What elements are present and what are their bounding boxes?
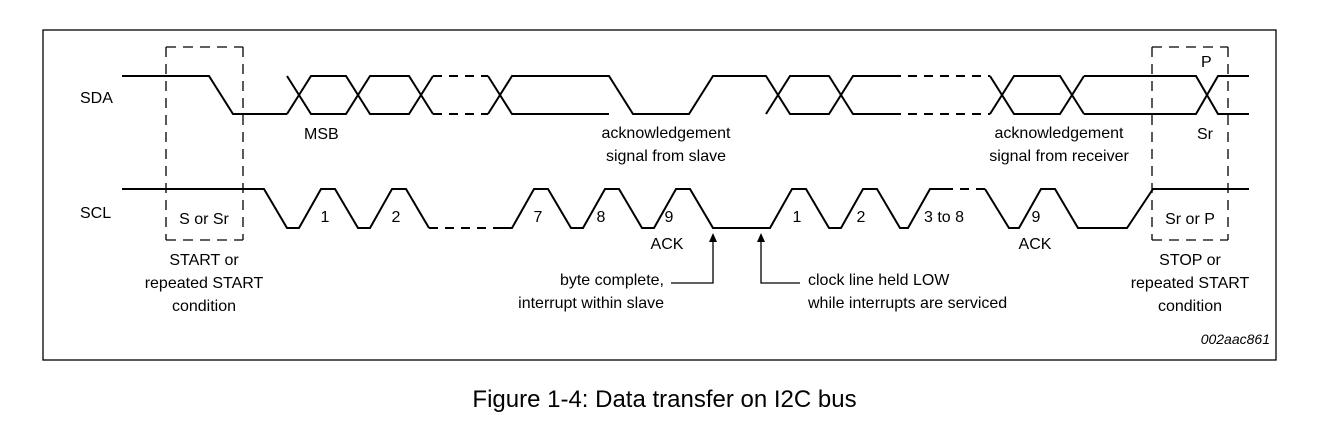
start-condition-line1: START or [169, 252, 239, 269]
stop-condition-box [1151, 46, 1229, 241]
clock-pulse-2: 2 [392, 209, 401, 226]
ack-signal-receiver-line2: signal from receiver [989, 148, 1129, 165]
scl-label: SCL [80, 205, 111, 222]
sda-label: SDA [80, 90, 113, 107]
clock-held-low-line2: while interrupts are serviced [807, 295, 1007, 312]
stop-box-label: Sr or P [1165, 211, 1215, 228]
clock-pulse-1: 1 [321, 209, 330, 226]
stop-condition-line3: condition [1158, 298, 1222, 315]
stop-condition-line2: repeated START [1131, 275, 1250, 292]
clock-pulse-7: 7 [534, 209, 543, 226]
ack-label-slave: ACK [651, 236, 684, 253]
start-condition-line3: condition [172, 298, 236, 315]
clock-held-low-arrow [757, 233, 800, 284]
figure-id: 002aac861 [1201, 331, 1270, 347]
clock-pulse-8: 8 [597, 209, 606, 226]
byte-complete-line2: interrupt within slave [518, 295, 664, 312]
clock-held-low-line1: clock line held LOW [808, 272, 950, 289]
stop-p-label: P [1201, 54, 1212, 71]
clock-pulse-1b: 1 [793, 209, 802, 226]
ack-signal-slave-line2: signal from slave [606, 148, 726, 165]
stop-condition-line1: STOP or [1159, 252, 1221, 269]
clock-pulse-9b: 9 [1032, 209, 1041, 226]
clock-pulse-3-to-8: 3 to 8 [924, 209, 964, 226]
diagram-frame [42, 29, 1277, 361]
sda-waveform [122, 75, 1249, 115]
start-condition-box [165, 46, 244, 241]
clock-pulse-9: 9 [665, 209, 674, 226]
byte-complete-line1: byte complete, [560, 272, 664, 289]
ack-signal-slave-line1: acknowledgement [602, 125, 732, 142]
repeated-start-sr-label: Sr [1197, 126, 1214, 143]
ack-label-receiver: ACK [1019, 236, 1052, 253]
clock-pulse-2b: 2 [857, 209, 866, 226]
start-box-label: S or Sr [179, 211, 229, 228]
start-condition-line2: repeated START [145, 275, 264, 292]
msb-label: MSB [304, 126, 339, 143]
scl-waveform [122, 188, 1249, 229]
byte-complete-arrow [671, 233, 717, 284]
ack-signal-receiver-line1: acknowledgement [995, 125, 1125, 142]
figure-caption: Figure 1-4: Data transfer on I2C bus [472, 386, 857, 413]
